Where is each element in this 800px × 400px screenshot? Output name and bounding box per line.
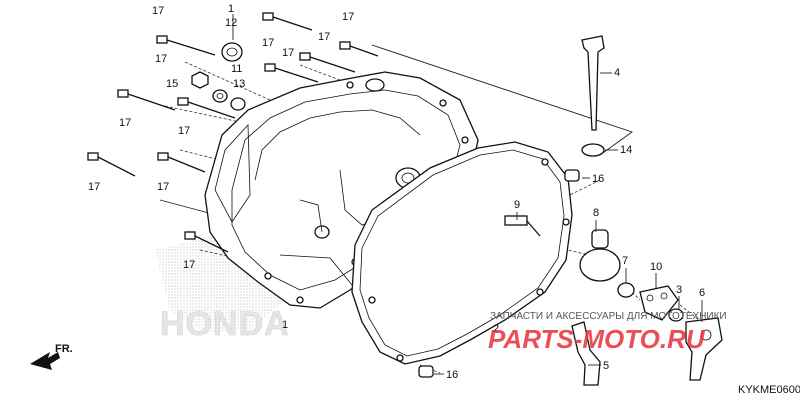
right-crankcase-cover	[204, 71, 479, 309]
o-ring-13	[230, 97, 246, 111]
oil-filter-rotor-8	[579, 229, 621, 282]
callout-17-g: 17	[119, 117, 131, 129]
callout-7: 7	[622, 255, 628, 267]
callout-5: 5	[603, 360, 609, 372]
o-ring-14	[581, 143, 605, 157]
callout-17-c: 17	[342, 11, 354, 23]
fr-label: FR.	[55, 343, 73, 355]
callout-6: 6	[699, 287, 705, 299]
bolt-17-g	[177, 97, 236, 119]
bolt-17-b	[262, 12, 313, 31]
callout-3: 3	[676, 284, 682, 296]
callout-9: 9	[514, 199, 520, 211]
stud-9	[504, 215, 541, 237]
bolt-17-h	[87, 152, 136, 177]
watermark-tagline: ЗАПЧАСТИ И АКСЕССУАРЫ ДЛЯ МОТОТЕХНИКИ	[490, 311, 727, 322]
callout-8: 8	[593, 207, 599, 219]
callout-10: 10	[650, 261, 662, 273]
bolt-17-j	[184, 231, 229, 253]
bolt-17-i	[157, 152, 206, 173]
callout-15: 15	[166, 78, 178, 90]
callout-13: 13	[233, 78, 245, 90]
callout-leaders	[232, 14, 703, 375]
dowel-pin-16a	[564, 169, 580, 182]
front-direction-arrow: FR.	[30, 343, 73, 370]
callout-16-b: 16	[446, 369, 458, 381]
bolt-17-f	[117, 89, 176, 111]
watermark-logo: PARTS-MOTO.RU	[488, 324, 706, 354]
diagram-code: KYKME0600	[738, 384, 800, 396]
collar-7	[617, 282, 635, 298]
callout-17-k: 17	[183, 259, 195, 271]
callout-2: 2	[493, 323, 499, 335]
plate-10	[639, 285, 679, 321]
callout-17-i: 17	[88, 181, 100, 193]
bolt-17-a	[156, 35, 216, 56]
flange-bolts	[87, 12, 379, 253]
callout-17-e: 17	[282, 47, 294, 59]
cover-gasket	[351, 141, 573, 365]
callout-17-b: 17	[262, 37, 274, 49]
arm-6	[685, 317, 723, 381]
bolt-17-d	[299, 52, 356, 73]
rod-5	[571, 321, 601, 386]
callout-1a: 1	[228, 3, 234, 15]
callout-numbers: 1 12 11 13 15 17 17 17 17 17 17 17 17 17…	[88, 3, 705, 381]
callout-17-a: 17	[152, 5, 164, 17]
bolt-17-c	[339, 41, 379, 57]
callout-17-d: 17	[318, 31, 330, 43]
nut-15	[191, 71, 209, 89]
callout-11: 11	[231, 63, 242, 75]
honda-wordmark: HONDA	[160, 305, 290, 343]
callout-14: 14	[620, 144, 632, 156]
callout-1b: 1	[282, 319, 288, 331]
callout-17-f: 17	[155, 53, 167, 65]
o-ring-3	[668, 308, 684, 322]
bolt-17-e	[264, 63, 319, 83]
washer-11	[212, 89, 228, 103]
callout-12: 12	[225, 17, 237, 29]
dipstick-4	[581, 35, 605, 131]
callout-16-a: 16	[592, 173, 604, 185]
site-watermark: ЗАПЧАСТИ И АКСЕССУАРЫ ДЛЯ МОТОТЕХНИКИ PA…	[488, 311, 727, 354]
callout-4: 4	[614, 67, 620, 79]
dowel-pin-16b	[418, 365, 434, 378]
callout-17-h: 17	[178, 125, 190, 137]
gear-12	[221, 42, 243, 62]
callout-17-j: 17	[157, 181, 169, 193]
